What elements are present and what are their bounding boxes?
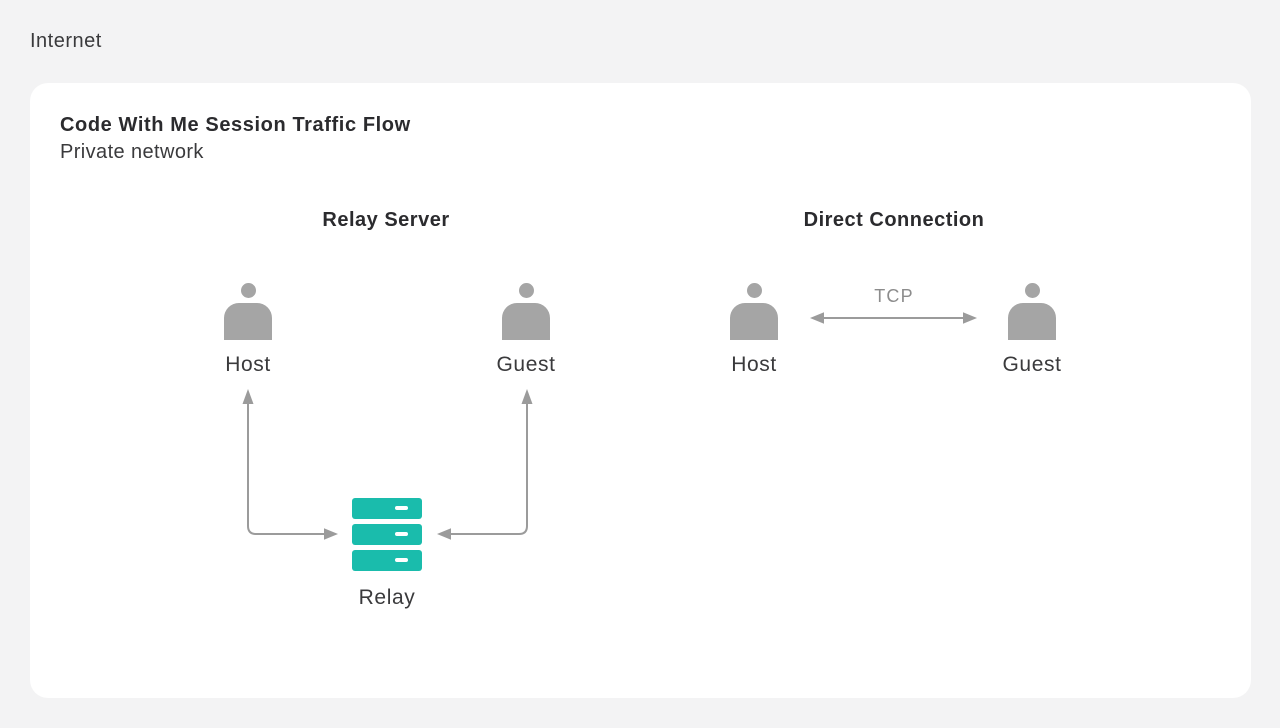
- guest-relay-connector-line: [450, 403, 528, 535]
- person-head-icon: [746, 283, 762, 298]
- tcp-right-arrowhead-icon: [963, 312, 977, 324]
- relay-label: Relay: [358, 586, 416, 609]
- host-relay-up-arrowhead-icon: [242, 389, 254, 404]
- diagram-subtitle: Private network: [60, 141, 204, 163]
- host-relay-right-arrowhead-icon: [324, 528, 338, 540]
- direct-connection-heading: Direct Connection: [803, 209, 985, 231]
- relay-server-heading: Relay Server: [322, 209, 450, 231]
- person-torso-icon: [730, 303, 778, 340]
- direct-guest-label: Guest: [1002, 353, 1062, 376]
- host-relay-connector-line: [247, 403, 325, 535]
- guest-relay-up-arrowhead-icon: [521, 389, 533, 404]
- person-head-icon: [1024, 283, 1040, 298]
- tcp-protocol-label: TCP: [874, 286, 914, 306]
- diagram-title: Code With Me Session Traffic Flow: [60, 114, 411, 136]
- relay-server-icon: [352, 498, 422, 576]
- tcp-left-arrowhead-icon: [810, 312, 824, 324]
- person-head-icon: [240, 283, 256, 298]
- relay-server-unit-icon: [352, 524, 422, 545]
- person-torso-icon: [224, 303, 272, 340]
- direct-host-label: Host: [731, 353, 777, 376]
- direct-host-person-icon: [729, 283, 779, 340]
- server-led-icon: [395, 506, 408, 510]
- internet-label: Internet: [30, 30, 102, 52]
- relay-guest-label: Guest: [496, 353, 556, 376]
- relay-server-unit-icon: [352, 498, 422, 519]
- person-torso-icon: [1008, 303, 1056, 340]
- server-led-icon: [395, 558, 408, 562]
- relay-guest-person-icon: [501, 283, 551, 340]
- person-head-icon: [518, 283, 534, 298]
- relay-host-label: Host: [225, 353, 271, 376]
- diagram-card: Code With Me Session Traffic Flow Privat…: [30, 83, 1251, 698]
- relay-server-unit-icon: [352, 550, 422, 571]
- direct-guest-person-icon: [1007, 283, 1057, 340]
- server-led-icon: [395, 532, 408, 536]
- guest-relay-left-arrowhead-icon: [437, 528, 451, 540]
- connector-arrows-layer: [242, 312, 977, 540]
- relay-host-person-icon: [223, 283, 273, 340]
- person-torso-icon: [502, 303, 550, 340]
